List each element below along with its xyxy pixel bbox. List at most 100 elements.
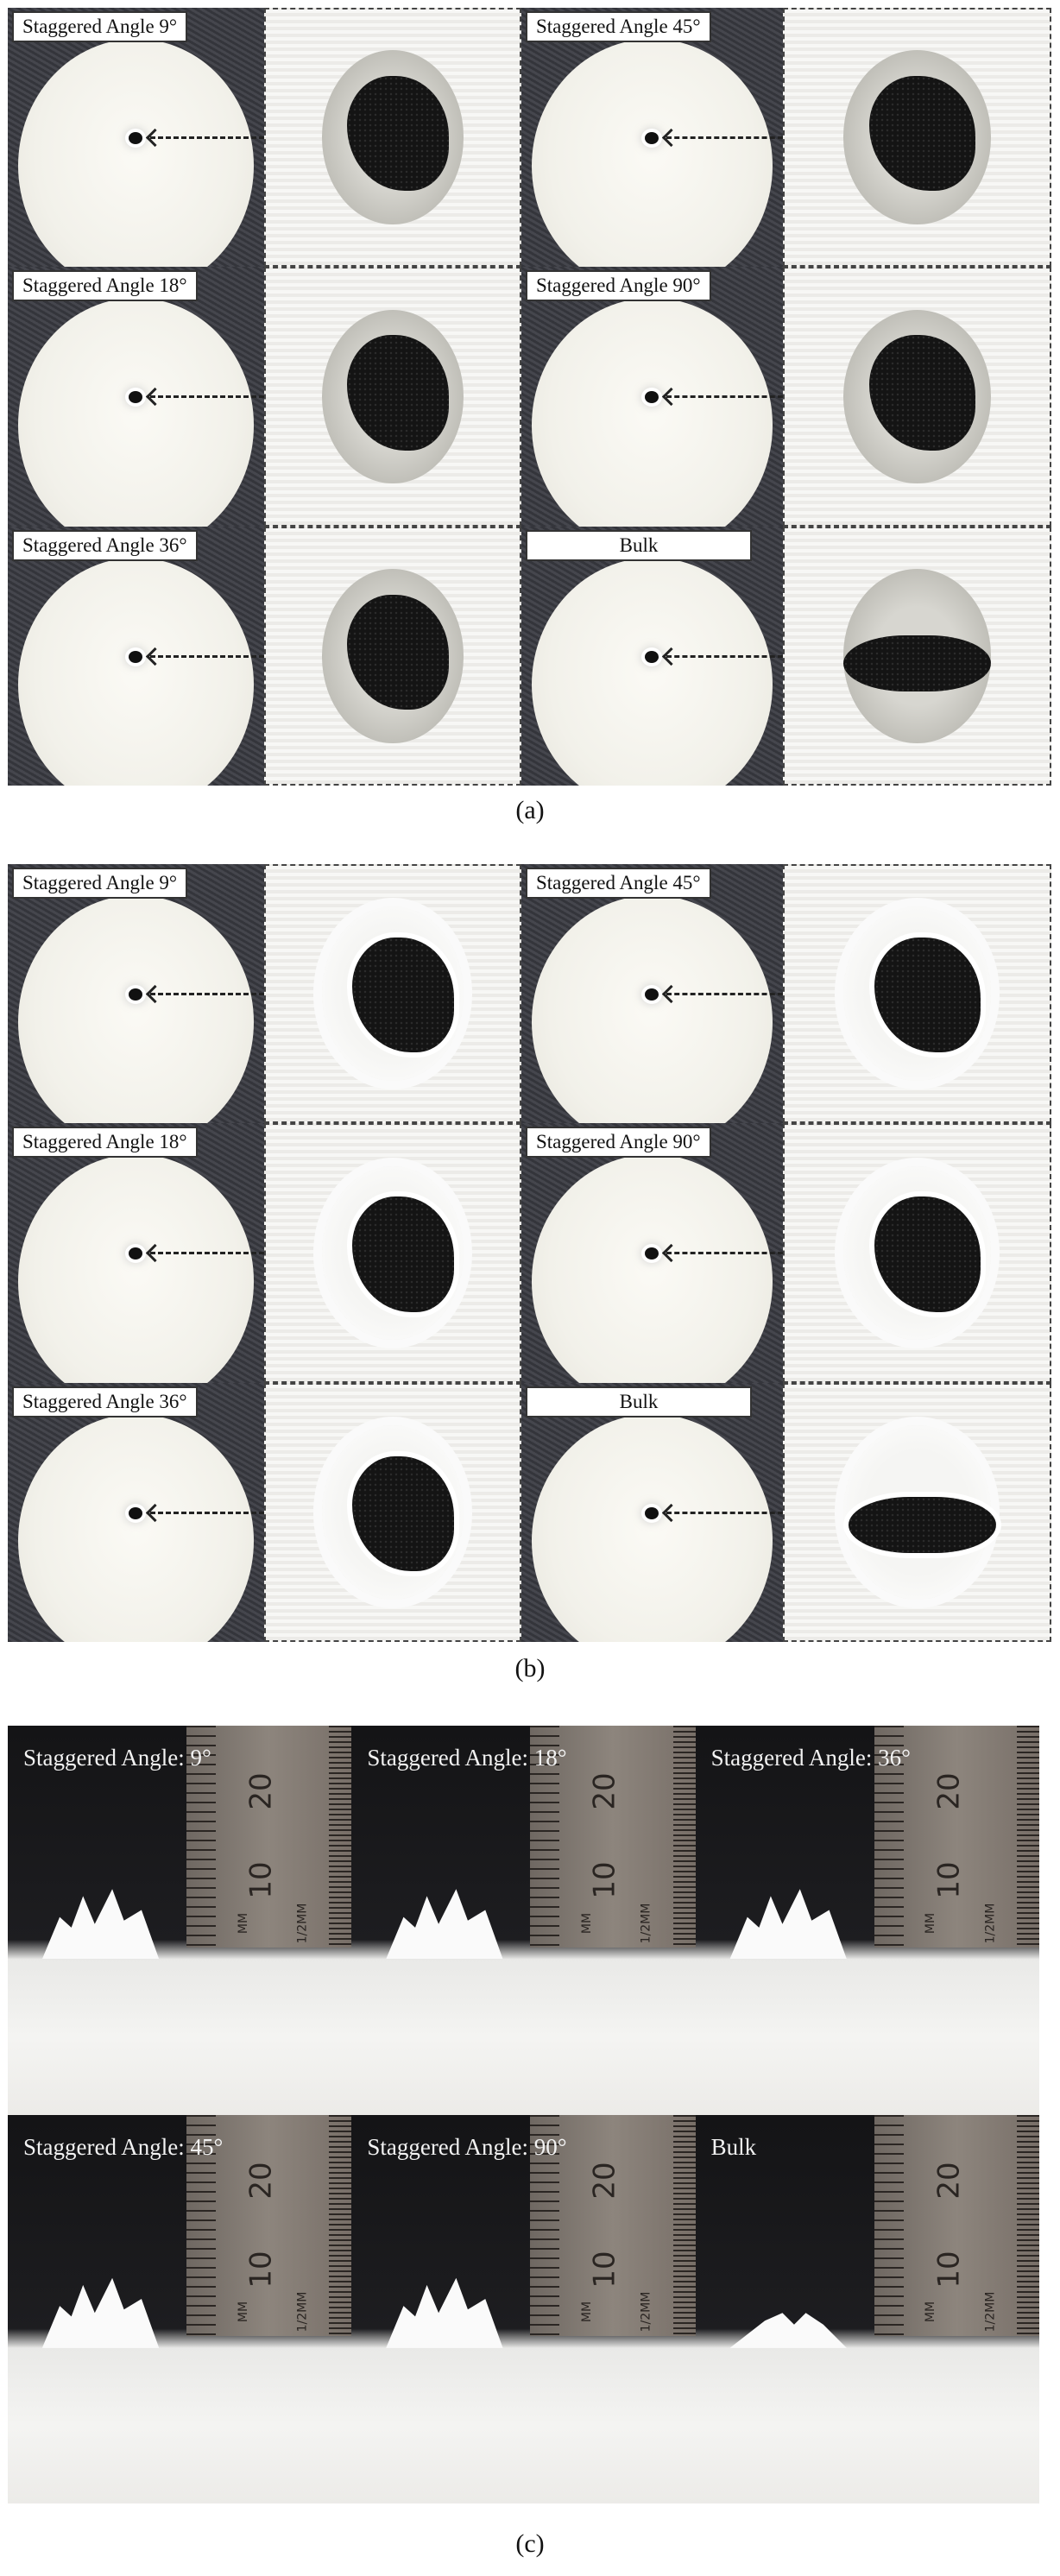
specimen-photo: Staggered Angle 18° [8, 1123, 264, 1383]
specimen-disc [17, 557, 255, 786]
panel-a-caption: (a) [515, 796, 545, 824]
ruler-label-10: 10 [931, 2251, 967, 2289]
impact-hole [128, 1247, 142, 1260]
ruler-ticks-mm [874, 1726, 904, 1948]
impact-hole [128, 391, 142, 404]
impact-hole [644, 132, 659, 145]
ruler-ticks-mm [530, 2114, 560, 2337]
ruler-label-20: 20 [931, 1772, 967, 1811]
perforation [869, 335, 976, 451]
ruler-label-10: 10 [588, 1861, 623, 1899]
specimen-photo: Staggered Angle 9° [8, 864, 264, 1124]
dashed-arrow-icon [149, 395, 264, 399]
ruler-label-mm: MM [236, 2301, 250, 2323]
panel-a-front-impact: Staggered Angle 9°Staggered Angle 45°Sta… [8, 8, 1051, 786]
specimen-label: Staggered Angle 36° [12, 529, 198, 561]
perforation [347, 335, 449, 451]
dashed-arrow-icon [666, 1511, 783, 1514]
ruler-label-half-mm: 1/2MM [983, 1903, 998, 1944]
closeup-photo [783, 526, 1051, 786]
perforation [347, 1191, 459, 1317]
side-view-label: Bulk [710, 2133, 757, 2160]
ruler-label-half-mm: 1/2MM [639, 1903, 653, 1944]
perforation [347, 932, 459, 1058]
ruler-label-half-mm: 1/2MM [639, 2291, 653, 2333]
panel-b-back-impact: Staggered Angle 9° Staggered Angle 45° Sta… [8, 864, 1051, 1642]
specimen-photo: Bulk [521, 1382, 783, 1642]
ruler-label-half-mm: 1/2MM [983, 2291, 998, 2333]
ruler-label-mm: MM [580, 1912, 595, 1934]
specimen-label: Staggered Angle 90° [526, 1127, 711, 1159]
panel-c-caption: (c) [515, 2529, 545, 2558]
dashed-arrow-icon [666, 1252, 783, 1255]
ruler-label-mm: MM [580, 2301, 595, 2323]
closeup-photo [783, 1123, 1051, 1383]
ruler-label-mm: MM [924, 1912, 938, 1934]
specimen-disc [17, 298, 255, 527]
impact-debris [41, 2277, 160, 2348]
perforation [869, 76, 976, 192]
dashed-arrow-icon [149, 654, 264, 658]
closeup-photo [264, 526, 521, 786]
dashed-arrow-icon [149, 993, 264, 996]
side-view-label: Staggered Angle: 90° [367, 2133, 567, 2160]
ruler-ticks-half-mm [672, 2114, 696, 2337]
ruler-label-10: 10 [588, 2251, 623, 2289]
perforation [869, 1191, 987, 1317]
impact-hole [644, 650, 659, 663]
dashed-arrow-icon [666, 993, 783, 996]
specimen-disc [532, 298, 773, 527]
specimen-label: Staggered Angle 45° [526, 868, 711, 899]
perforation [347, 1450, 459, 1577]
ruler-label-half-mm: 1/2MM [295, 2291, 310, 2333]
side-view-label: Staggered Angle: 18° [367, 1745, 567, 1771]
specimen-disc [532, 895, 773, 1124]
closeup-photo [264, 1382, 521, 1642]
dashed-arrow-icon [666, 395, 783, 399]
dashed-arrow-icon [666, 136, 783, 140]
impact-hole [644, 1247, 659, 1260]
dashed-arrow-icon [149, 1511, 264, 1514]
specimen-photo: Staggered Angle 9° [8, 8, 264, 268]
closeup-photo [264, 8, 521, 268]
specimen-disc [532, 39, 773, 268]
ruler-ticks-half-mm [329, 2114, 352, 2337]
specimen-photo: Staggered Angle 90° [521, 1123, 783, 1383]
impact-debris [729, 2313, 847, 2348]
perforation [347, 76, 449, 192]
ruler-label-mm: MM [924, 2301, 938, 2323]
side-view-label: Staggered Angle: 9° [23, 1745, 211, 1771]
ruler-label-mm: MM [236, 1912, 250, 1934]
specimen-label: Staggered Angle 36° [12, 1386, 198, 1417]
ruler-label-10: 10 [243, 1861, 279, 1899]
specimen-disc [532, 1413, 773, 1642]
impact-debris [386, 2277, 503, 2348]
specimen-photo: Staggered Angle 90° [521, 267, 783, 527]
specimen-label: Bulk [526, 1386, 752, 1417]
ruler-ticks-half-mm [672, 1726, 696, 1948]
ruler-label-20: 20 [931, 2162, 967, 2200]
closeup-photo [783, 1382, 1051, 1642]
specimen-label: Staggered Angle 18° [12, 270, 198, 302]
ruler-label-20: 20 [588, 1772, 623, 1811]
perforation [842, 635, 992, 692]
side-view-label: Staggered Angle: 36° [710, 1745, 911, 1771]
specimen-label: Bulk [526, 529, 752, 561]
ruler-ticks-mm [186, 2114, 217, 2337]
specimen-photo: Staggered Angle 36° [8, 526, 264, 786]
ruler-label-10: 10 [931, 1861, 967, 1899]
specimen-disc [17, 1154, 255, 1383]
closeup-photo [264, 1123, 521, 1383]
specimen-label: Staggered Angle 9° [12, 11, 188, 42]
impact-hole [644, 391, 659, 404]
ruler-label-10: 10 [243, 2251, 279, 2289]
